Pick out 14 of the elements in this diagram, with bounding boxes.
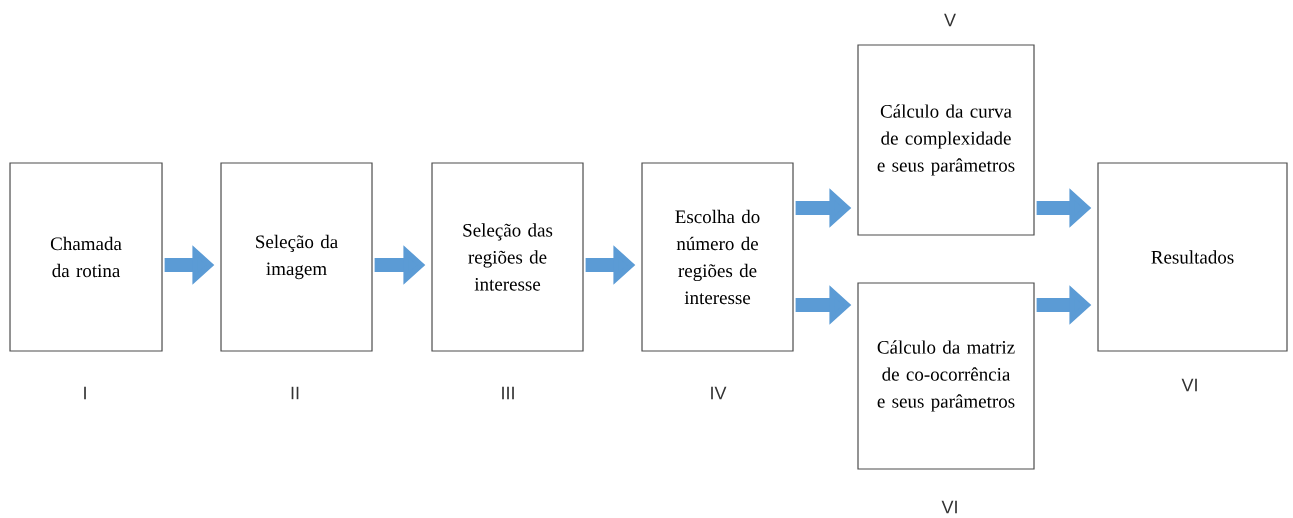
process-box: Escolha do número de regiões de interesse [641,162,794,352]
roman-numeral: III [502,386,514,400]
roman-numeral: IV [711,386,727,400]
process-box: Cálculo da curva de complexidade e seus parâmetros [857,44,1035,236]
roman-numeral: II [291,386,299,400]
roman-numeral: VI [1181,378,1197,392]
roman-numeral: I [84,386,86,400]
process-box: Resultados [1097,162,1288,352]
process-box: Chamada da rotina [9,162,163,352]
process-box: Seleção da imagem [220,162,373,352]
process-box: Seleção das regiões de interesse [431,162,584,352]
roman-numeral: VI [941,500,957,514]
process-box: Cálculo da matriz de co-ocorrência e seus parâmetros [857,282,1035,470]
roman-numeral: V [944,13,956,27]
